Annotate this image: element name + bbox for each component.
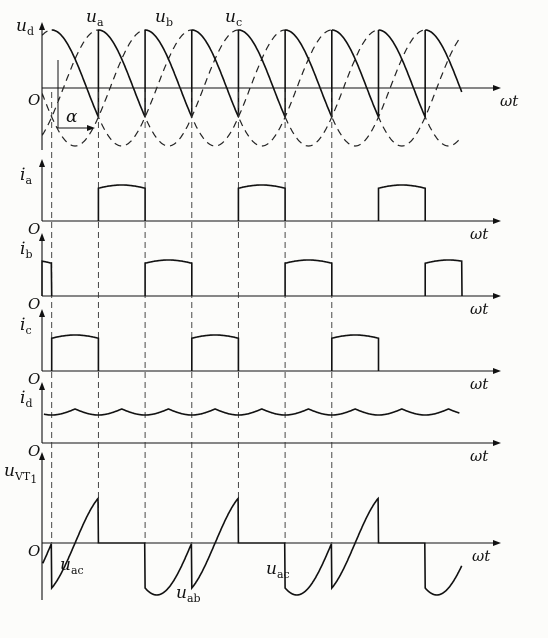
ia-axis-arrow — [39, 159, 45, 167]
alpha-marker: α — [57, 60, 95, 131]
ib-pulse-2 — [424, 259, 463, 297]
output-voltage-solid — [51, 29, 463, 118]
ud-axis-arrow — [39, 22, 45, 30]
alpha-arrow-head — [87, 125, 95, 131]
ia-pulse-2 — [377, 184, 426, 221]
ia-label: ia — [20, 165, 32, 187]
origin-label-uvt: O — [28, 542, 40, 560]
output-segment-7 — [425, 29, 463, 93]
ub-label: ub — [155, 7, 173, 29]
ib-pulse-1 — [284, 259, 333, 296]
id-ripple-curve — [43, 408, 460, 416]
phase-currents — [41, 184, 463, 416]
axes — [39, 22, 501, 600]
uab-label: uab — [176, 583, 201, 605]
alpha-label: α — [66, 107, 78, 127]
ia-pulse-0 — [97, 184, 146, 221]
ia-x-arrow — [493, 218, 501, 224]
output-segment-3 — [238, 29, 286, 118]
uvt-axis-arrow — [39, 452, 45, 460]
id-axis-arrow — [39, 382, 45, 390]
id-label: id — [20, 388, 32, 410]
id-x-arrow — [493, 440, 501, 446]
output-segment-2 — [191, 29, 240, 118]
labels: ud ua ub uc O O O O O O ωt ωt ωt ωt ωt ω… — [4, 7, 519, 605]
origin-label-ib: O — [28, 295, 40, 313]
origin-label-ic: O — [28, 370, 40, 388]
thyristor-voltage — [42, 496, 463, 596]
ud-x-arrow — [493, 85, 501, 91]
uc-label: uc — [225, 7, 242, 29]
commutation-guides — [51, 92, 333, 543]
ib-axis-arrow — [39, 233, 45, 241]
output-segment-1 — [145, 29, 193, 118]
phase-c-dashed-curve — [41, 29, 462, 147]
ib-label: ib — [20, 239, 32, 261]
ib-pulse-0 — [144, 259, 193, 296]
wt-label-ib: ωt — [470, 300, 489, 318]
wt-label-ud: ωt — [500, 92, 519, 110]
wt-label-id: ωt — [470, 447, 489, 465]
output-segment-4 — [285, 29, 333, 118]
wt-label-ic: ωt — [470, 375, 489, 393]
uvt-label: uVT1 — [4, 461, 37, 486]
ic-pulse-1 — [331, 334, 380, 371]
output-segment-5 — [331, 29, 380, 118]
wt-label-ia: ωt — [470, 225, 489, 243]
output-segment-6 — [378, 29, 426, 118]
ic-axis-arrow — [39, 309, 45, 317]
ua-label: ua — [86, 7, 104, 29]
uvt1-waveform — [42, 496, 463, 596]
ic-label: ic — [20, 315, 32, 337]
ia-pulse-1 — [237, 184, 286, 221]
ic-x-arrow — [493, 368, 501, 374]
origin-label-ia: O — [28, 220, 40, 238]
ib-pulse--1 — [41, 260, 53, 297]
origin-label-ud: O — [28, 91, 40, 109]
ic-pulse-0 — [191, 334, 240, 371]
uvt-x-arrow — [493, 540, 501, 546]
ic-pulse--1 — [50, 334, 100, 371]
uac-label-1: uac — [60, 555, 84, 577]
phase-b-dashed-curve — [41, 29, 462, 147]
ud-label: ud — [16, 16, 34, 38]
output-segment--1 — [51, 29, 100, 118]
wt-label-uvt: ωt — [472, 547, 491, 565]
uac-label-2: uac — [266, 559, 290, 581]
output-segment-0 — [98, 29, 146, 118]
origin-label-id: O — [28, 442, 40, 460]
ib-x-arrow — [493, 293, 501, 299]
